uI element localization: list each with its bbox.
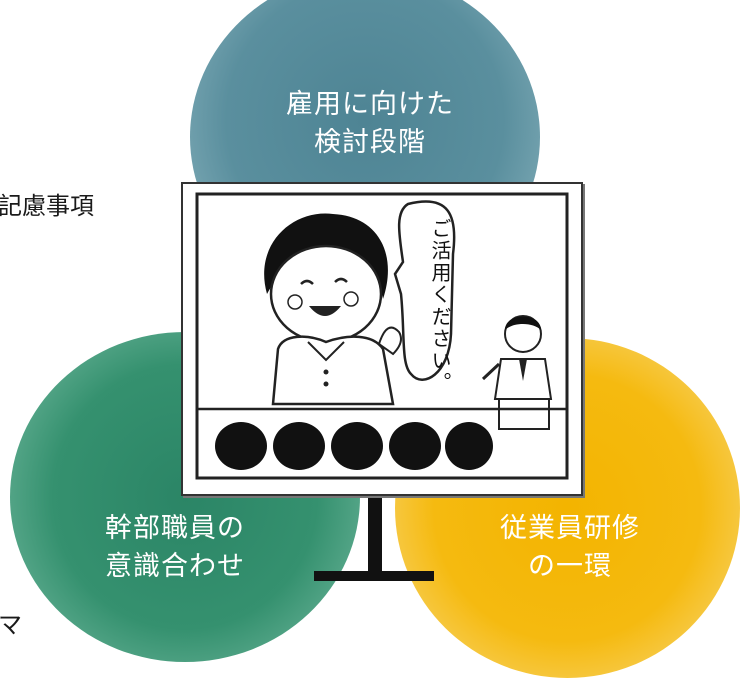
audience [207,409,497,471]
small-presenter-hair [505,316,541,330]
presentation-screen: ご活用ください。 [181,182,583,496]
presenter-cheek-right [343,291,359,307]
circle-label-training: 従業員研修 の一環 [470,510,670,586]
presenter-body [271,335,395,406]
speech-bubble-text: ご活用ください。 [428,218,452,394]
pointer-stick [481,362,501,381]
speech-bubble [393,200,456,381]
side-text-lower: マ [0,611,22,639]
circle-label-hiring-line1: 雇用に向けた [286,89,454,120]
presenter-collar [307,341,345,362]
circle-label-hiring: 雇用に向けた 検討段階 [270,86,470,162]
easel-base [314,571,434,581]
presenter-mouth [309,306,341,316]
audience-head [215,422,267,470]
podium [498,398,550,430]
presenter-hand [377,326,402,356]
circle-label-hiring-line2: 検討段階 [314,127,426,158]
circle-label-training-line1: 従業員研修 [500,513,640,544]
presenter-eye-left [300,279,314,285]
presentation-illustration [195,192,569,480]
circle-label-executive-line1: 幹部職員の [105,513,245,544]
presenter-cheek-left [287,294,303,310]
audience-head [445,422,493,470]
circle-label-training-line2: の一環 [528,551,612,582]
circle-label-executive: 幹部職員の 意識合わせ [75,510,275,586]
presenter-eye-right [334,277,348,283]
presenter-button [323,369,329,375]
audience-head [331,422,383,470]
presenter-hair [264,213,388,299]
easel-pole [368,478,382,578]
audience-head [273,422,325,470]
circle-label-executive-line2: 意識合わせ [105,551,245,582]
audience-head [389,422,441,470]
small-presenter-tie [519,359,527,381]
presenter-face [269,244,383,344]
side-text-upper: 記慮事項 [0,192,94,220]
presenter-button [323,381,329,387]
